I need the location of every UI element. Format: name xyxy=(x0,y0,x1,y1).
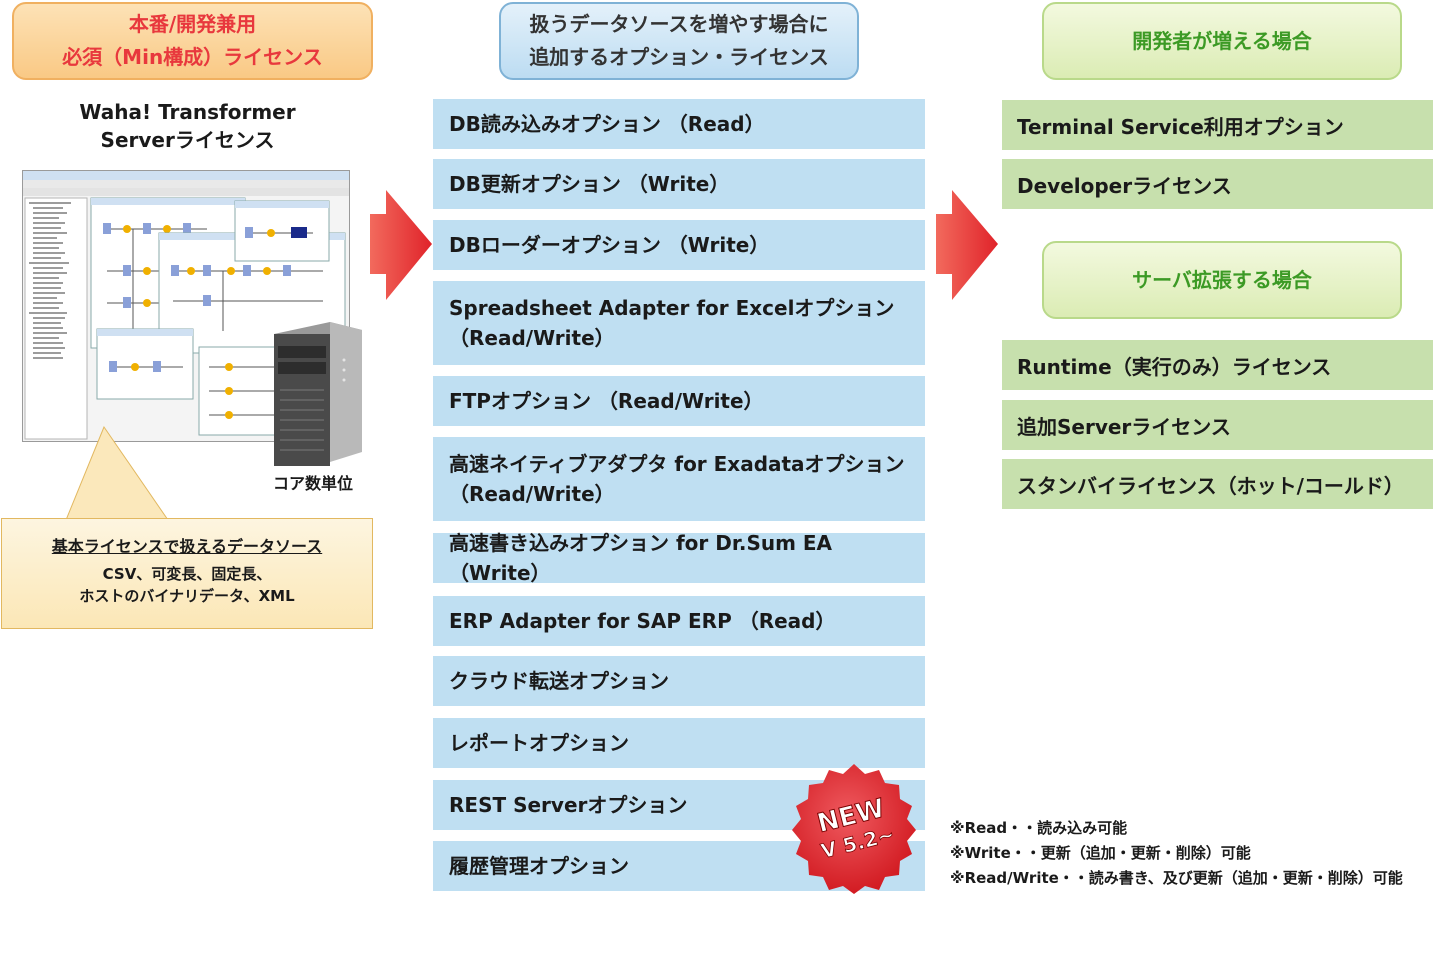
option-label: 追加Serverライセンス xyxy=(1017,414,1231,439)
required-license-header-line1: 本番/開発兼用 xyxy=(128,12,257,36)
option-drsum-write: 高速書き込みオプション for Dr.Sum EA （Write） xyxy=(433,531,925,585)
option-sap-erp: ERP Adapter for SAP ERP （Read） xyxy=(433,596,925,646)
right-arrow-icon xyxy=(936,190,998,300)
product-title: Waha! Transformer Serverライセンス xyxy=(70,98,305,154)
option-license-header: 扱うデータソースを増やす場合に 追加するオプション・ライセンス xyxy=(499,2,859,80)
option-db-write: DB更新オプション （Write） xyxy=(433,159,925,209)
option-label: DBローダーオプション （Write） xyxy=(449,233,770,257)
additional-server-license: 追加Serverライセンス xyxy=(1002,400,1433,450)
option-label: ERP Adapter for SAP ERP （Read） xyxy=(449,609,836,633)
option-report: レポートオプション xyxy=(433,718,925,768)
option-db-read: DB読み込みオプション （Read） xyxy=(433,99,925,149)
option-label: Terminal Service利用オプション xyxy=(1017,114,1344,139)
product-title-line2: Serverライセンス xyxy=(100,128,275,152)
bubble-pointer xyxy=(65,425,169,521)
option-label: スタンバイライセンス（ホット/コールド） xyxy=(1017,473,1404,498)
option-label: レポートオプション xyxy=(449,731,629,755)
terminal-service-option: Terminal Service利用オプション xyxy=(1002,100,1433,150)
option-label: REST Serverオプション xyxy=(449,793,688,817)
note-write: ※Write・・更新（追加・更新・削除）可能 xyxy=(950,844,1251,862)
option-db-loader: DBローダーオプション （Write） xyxy=(433,220,925,270)
required-license-header-line2: 必須（Min構成）ライセンス xyxy=(62,45,323,69)
option-label-sub: （Read/Write） xyxy=(449,482,615,506)
option-ftp: FTPオプション （Read/Write） xyxy=(433,376,925,426)
server-expand-header-label: サーバ拡張する場合 xyxy=(1132,267,1312,292)
designer-screenshot-image xyxy=(22,170,350,442)
product-title-line1: Waha! Transformer xyxy=(79,100,296,124)
option-label: DB更新オプション （Write） xyxy=(449,172,730,196)
core-unit-label: コア数単位 xyxy=(272,474,353,493)
server-expand-header: サーバ拡張する場合 xyxy=(1042,241,1402,319)
basic-datasource-title: 基本ライセンスで扱えるデータソース xyxy=(51,537,323,556)
note-read-write: ※Read/Write・・読み書き、及び更新（追加・更新・削除）可能 xyxy=(950,869,1403,887)
new-version-badge: NEW V 5.2~ xyxy=(786,760,922,896)
runtime-license: Runtime（実行のみ）ライセンス xyxy=(1002,340,1433,390)
option-label: 高速書き込みオプション for Dr.Sum EA （Write） xyxy=(449,531,833,585)
option-exadata-adapter: 高速ネイティブアダプタ for Exadataオプション （Read/Write… xyxy=(433,437,925,521)
option-label: Developerライセンス xyxy=(1017,173,1232,198)
option-label: 履歴管理オプション xyxy=(449,854,629,878)
option-label: FTPオプション （Read/Write） xyxy=(449,389,764,413)
note-read: ※Read・・読み込み可能 xyxy=(950,819,1128,837)
basic-datasource-line1: CSV、可変長、固定長、 xyxy=(102,565,272,583)
server-tower-icon xyxy=(274,322,362,466)
developer-increase-header-label: 開発者が増える場合 xyxy=(1132,28,1312,53)
basic-datasource-bubble: 基本ライセンスで扱えるデータソース CSV、可変長、固定長、 ホストのバイナリデ… xyxy=(1,518,373,629)
developer-license: Developerライセンス xyxy=(1002,159,1433,209)
required-license-header: 本番/開発兼用 必須（Min構成）ライセンス xyxy=(12,2,373,80)
option-label: Spreadsheet Adapter for Excelオプション xyxy=(449,296,895,320)
designer-window-icon xyxy=(23,171,349,440)
option-label: クラウド転送オプション xyxy=(449,669,669,693)
burst-badge-icon: NEW V 5.2~ xyxy=(792,764,916,894)
option-license-header-line1: 扱うデータソースを増やす場合に xyxy=(529,12,829,36)
basic-datasource-line2: ホストのバイナリデータ、XML xyxy=(79,587,295,605)
right-arrow-icon xyxy=(370,190,432,300)
standby-license: スタンバイライセンス（ホット/コールド） xyxy=(1002,459,1433,509)
option-label: DB読み込みオプション （Read） xyxy=(449,112,765,136)
option-label-sub: （Read/Write） xyxy=(449,326,615,350)
option-spreadsheet-adapter: Spreadsheet Adapter for Excelオプション （Read… xyxy=(433,281,925,365)
legend-notes: ※Read・・読み込み可能 ※Write・・更新（追加・更新・削除）可能 ※Re… xyxy=(950,816,1403,891)
option-label: 高速ネイティブアダプタ for Exadataオプション xyxy=(449,452,905,476)
option-license-header-line2: 追加するオプション・ライセンス xyxy=(529,45,829,69)
developer-increase-header: 開発者が増える場合 xyxy=(1042,2,1402,80)
option-label: Runtime（実行のみ）ライセンス xyxy=(1017,354,1332,379)
option-cloud-transfer: クラウド転送オプション xyxy=(433,656,925,706)
